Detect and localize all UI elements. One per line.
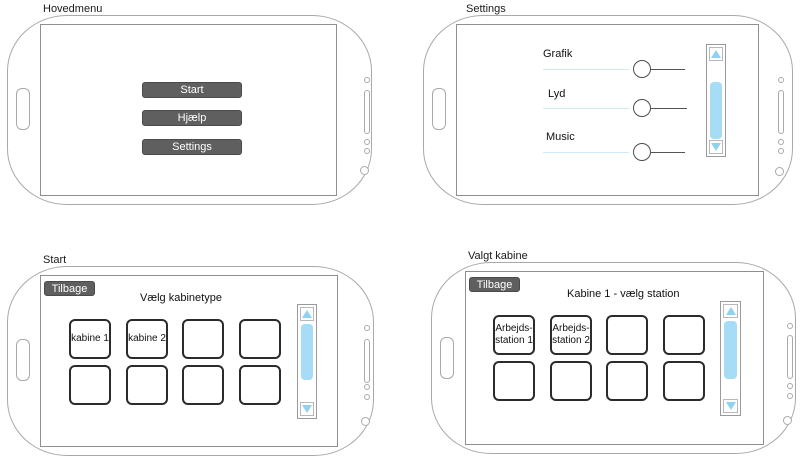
cabin-tile-empty[interactable] (126, 365, 168, 405)
sound-slider-knob[interactable] (633, 99, 651, 117)
start-button[interactable]: Start (142, 82, 242, 98)
phone-sensor (778, 77, 784, 83)
phone-home-button (361, 417, 370, 426)
cabin-tile-empty[interactable] (182, 365, 224, 405)
phone-frame-selected-cabin: Tilbage Kabine 1 - vælg station Arbejds-… (431, 262, 796, 454)
phone-speaker (440, 337, 454, 379)
phone-side-key (364, 90, 370, 134)
screen-selected-cabin: Tilbage Kabine 1 - vælg station Arbejds-… (465, 271, 764, 445)
cabin-tile-empty[interactable] (69, 365, 111, 405)
scroll-down-button[interactable] (300, 402, 314, 416)
phone-sensor (778, 139, 784, 145)
phone-sensor (787, 323, 793, 329)
phone-speaker (16, 88, 30, 130)
page-heading: Vælg kabinetype (140, 292, 222, 304)
cabin-tile-2[interactable]: kabine 2 (126, 319, 168, 359)
phone-sensor (787, 393, 793, 399)
scroll-up-button[interactable] (723, 304, 738, 318)
help-button[interactable]: Hjælp (142, 110, 242, 126)
station-tile-empty[interactable] (663, 361, 705, 401)
slider-label-sound: Lyd (548, 88, 566, 100)
screen-settings: Grafik Lyd Music (456, 24, 759, 196)
panel-title-start: Start (43, 254, 67, 266)
arrow-down-icon (725, 402, 736, 410)
cabin-tile-1[interactable]: kabine 1 (69, 319, 111, 359)
scroll-down-button[interactable] (709, 140, 723, 154)
slider-track (543, 108, 629, 109)
phone-frame-start: Tilbage Vælg kabinetype kabine 1 kabine … (7, 266, 374, 456)
arrow-down-icon (302, 405, 312, 413)
slider-track (543, 152, 629, 153)
slider-label-graphics: Grafik (543, 48, 573, 60)
arrow-up-icon (302, 310, 312, 318)
phone-sensor (364, 325, 370, 331)
cabin-tile-empty[interactable] (239, 319, 281, 359)
phone-speaker (432, 88, 446, 130)
station-tile-empty[interactable] (606, 315, 648, 355)
phone-home-button (775, 167, 784, 176)
screen-start: Tilbage Vælg kabinetype kabine 1 kabine … (40, 275, 338, 447)
phone-home-button (360, 166, 369, 175)
phone-sensor (364, 394, 370, 400)
phone-side-key (787, 335, 793, 379)
station-tile-2[interactable]: Arbejds- station 2 (550, 315, 592, 355)
slider-track (643, 152, 685, 153)
start-scrollbar[interactable] (297, 304, 317, 419)
slider-label-music: Music (546, 131, 575, 143)
phone-sensor (364, 139, 370, 145)
panel-title-main-menu: Hovedmenu (43, 3, 103, 15)
station-tile-empty[interactable] (550, 361, 592, 401)
phone-sensor (787, 383, 793, 389)
cabin-tile-empty[interactable] (182, 319, 224, 359)
scroll-thumb[interactable] (710, 82, 722, 139)
phone-side-key (364, 339, 370, 383)
phone-side-key (778, 90, 784, 134)
scroll-thumb[interactable] (724, 321, 737, 379)
settings-button[interactable]: Settings (142, 139, 242, 155)
phone-home-button (783, 416, 792, 425)
arrow-up-icon (711, 50, 721, 58)
settings-scrollbar[interactable] (706, 44, 726, 157)
phone-sensor (778, 148, 784, 154)
panel-title-settings: Settings (466, 3, 506, 15)
station-tile-1[interactable]: Arbejds- station 1 (493, 315, 535, 355)
screen-main-menu: Start Hjælp Settings (40, 24, 337, 196)
page-heading: Kabine 1 - vælg station (567, 288, 680, 300)
cabin-tile-empty[interactable] (239, 365, 281, 405)
phone-sensor (364, 148, 370, 154)
slider-track (543, 69, 629, 70)
arrow-up-icon (725, 307, 736, 315)
scroll-up-button[interactable] (300, 307, 314, 321)
graphics-slider-knob[interactable] (633, 60, 651, 78)
music-slider-knob[interactable] (633, 143, 651, 161)
scroll-thumb[interactable] (301, 324, 313, 380)
scroll-down-button[interactable] (723, 399, 738, 413)
slider-track (643, 108, 687, 109)
back-button[interactable]: Tilbage (469, 277, 520, 292)
station-tile-empty[interactable] (606, 361, 648, 401)
phone-speaker (16, 339, 30, 381)
panel-title-selected-cabin: Valgt kabine (468, 250, 528, 262)
phone-sensor (364, 384, 370, 390)
phone-frame-settings: Grafik Lyd Music (423, 15, 793, 205)
arrow-down-icon (711, 143, 721, 151)
station-tile-empty[interactable] (663, 315, 705, 355)
slider-track (643, 69, 685, 70)
back-button[interactable]: Tilbage (44, 281, 95, 296)
station-tile-empty[interactable] (493, 361, 535, 401)
scroll-up-button[interactable] (709, 47, 723, 61)
selected-cabin-scrollbar[interactable] (720, 301, 741, 416)
phone-sensor (364, 77, 370, 83)
phone-frame-main-menu: Start Hjælp Settings (7, 15, 372, 205)
